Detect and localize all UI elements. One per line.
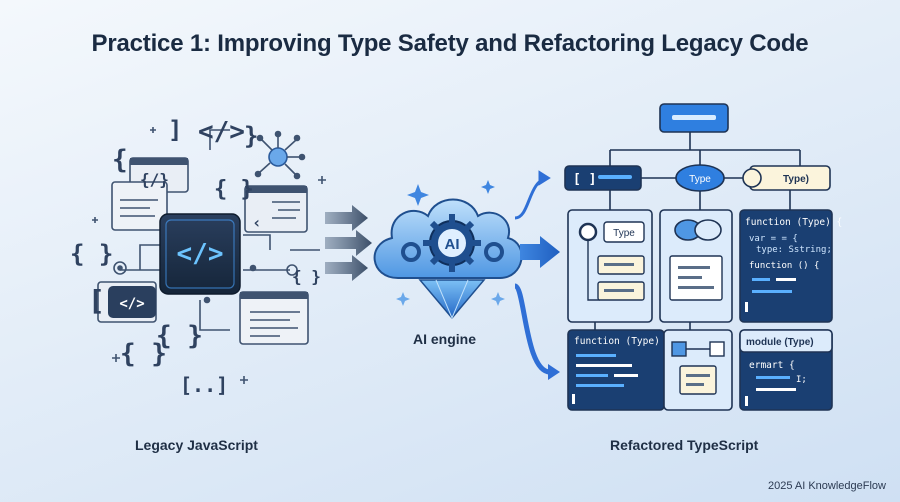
svg-text:function () {: function () {	[749, 261, 819, 271]
ts-type-tail-node: Type)	[742, 165, 831, 191]
output-arrows	[512, 170, 560, 380]
svg-text:function (Type) {: function (Type) {	[745, 217, 842, 228]
main-output-arrow	[520, 236, 560, 268]
angle-icon: ‹	[252, 213, 262, 232]
input-arrows	[325, 205, 372, 281]
svg-text:module (Type): module (Type)	[746, 337, 814, 348]
slash-braces-icon: {/}	[140, 170, 169, 189]
refactored-ts-label: Refactored TypeScript	[610, 437, 759, 453]
braces-icon: { }	[156, 321, 203, 351]
svg-text:Type): Type)	[783, 174, 809, 185]
bracket-icon: [	[88, 284, 105, 317]
ts-function-panel: function (Type) { var = = { type: Sstrin…	[739, 209, 842, 323]
braces-icon: { }	[292, 267, 321, 286]
ai-engine-label: AI engine	[413, 331, 477, 347]
svg-text:Type: Type	[613, 228, 635, 239]
braces-icon: { }	[70, 240, 113, 268]
ts-tree-connectors	[594, 132, 801, 330]
ts-object-panel	[659, 209, 733, 323]
svg-text:</>: </>	[119, 296, 144, 312]
ts-bottom-diagram-panel	[663, 329, 733, 411]
ts-array-node: [ ]	[564, 165, 642, 191]
braces-icon: { }	[120, 339, 167, 369]
ts-bottom-function-panel: function (Type) {	[567, 329, 671, 411]
svg-text:I;: I;	[796, 375, 807, 385]
brace-icon: }	[244, 122, 258, 150]
svg-text:Type: Type	[689, 174, 711, 185]
ai-engine-icon: AI	[373, 180, 523, 320]
ts-class-panel: Type	[567, 209, 653, 323]
code-tag-icon: </>	[177, 239, 224, 269]
page-title: Practice 1: Improving Type Safety and Re…	[91, 30, 809, 57]
svg-text:[ ]: [ ]	[573, 172, 596, 187]
ts-type-node: Type	[675, 164, 725, 192]
brackets-icon: [..]	[180, 373, 228, 397]
svg-text:var = = {: var = = {	[749, 234, 798, 244]
svg-text:function (Type) {: function (Type) {	[574, 336, 671, 347]
ai-badge: AI	[445, 236, 460, 253]
brace-icon: {	[112, 145, 128, 175]
ts-module-panel: module (Type) ermart { I;	[739, 329, 833, 411]
bracket-icon: ]	[168, 116, 182, 144]
close-tag-icon: </>	[198, 117, 245, 147]
svg-text:type: Sstring;: type: Sstring;	[756, 245, 832, 255]
legacy-js-label: Legacy JavaScript	[135, 437, 258, 453]
svg-text:ermart {: ermart {	[749, 360, 795, 371]
braces-icon: { }	[214, 177, 254, 202]
footer-credit: 2025 AI KnowledgeFlow	[767, 480, 886, 492]
legacy-code-chip: </>	[159, 213, 241, 295]
small-code-chip: </>	[108, 286, 156, 318]
